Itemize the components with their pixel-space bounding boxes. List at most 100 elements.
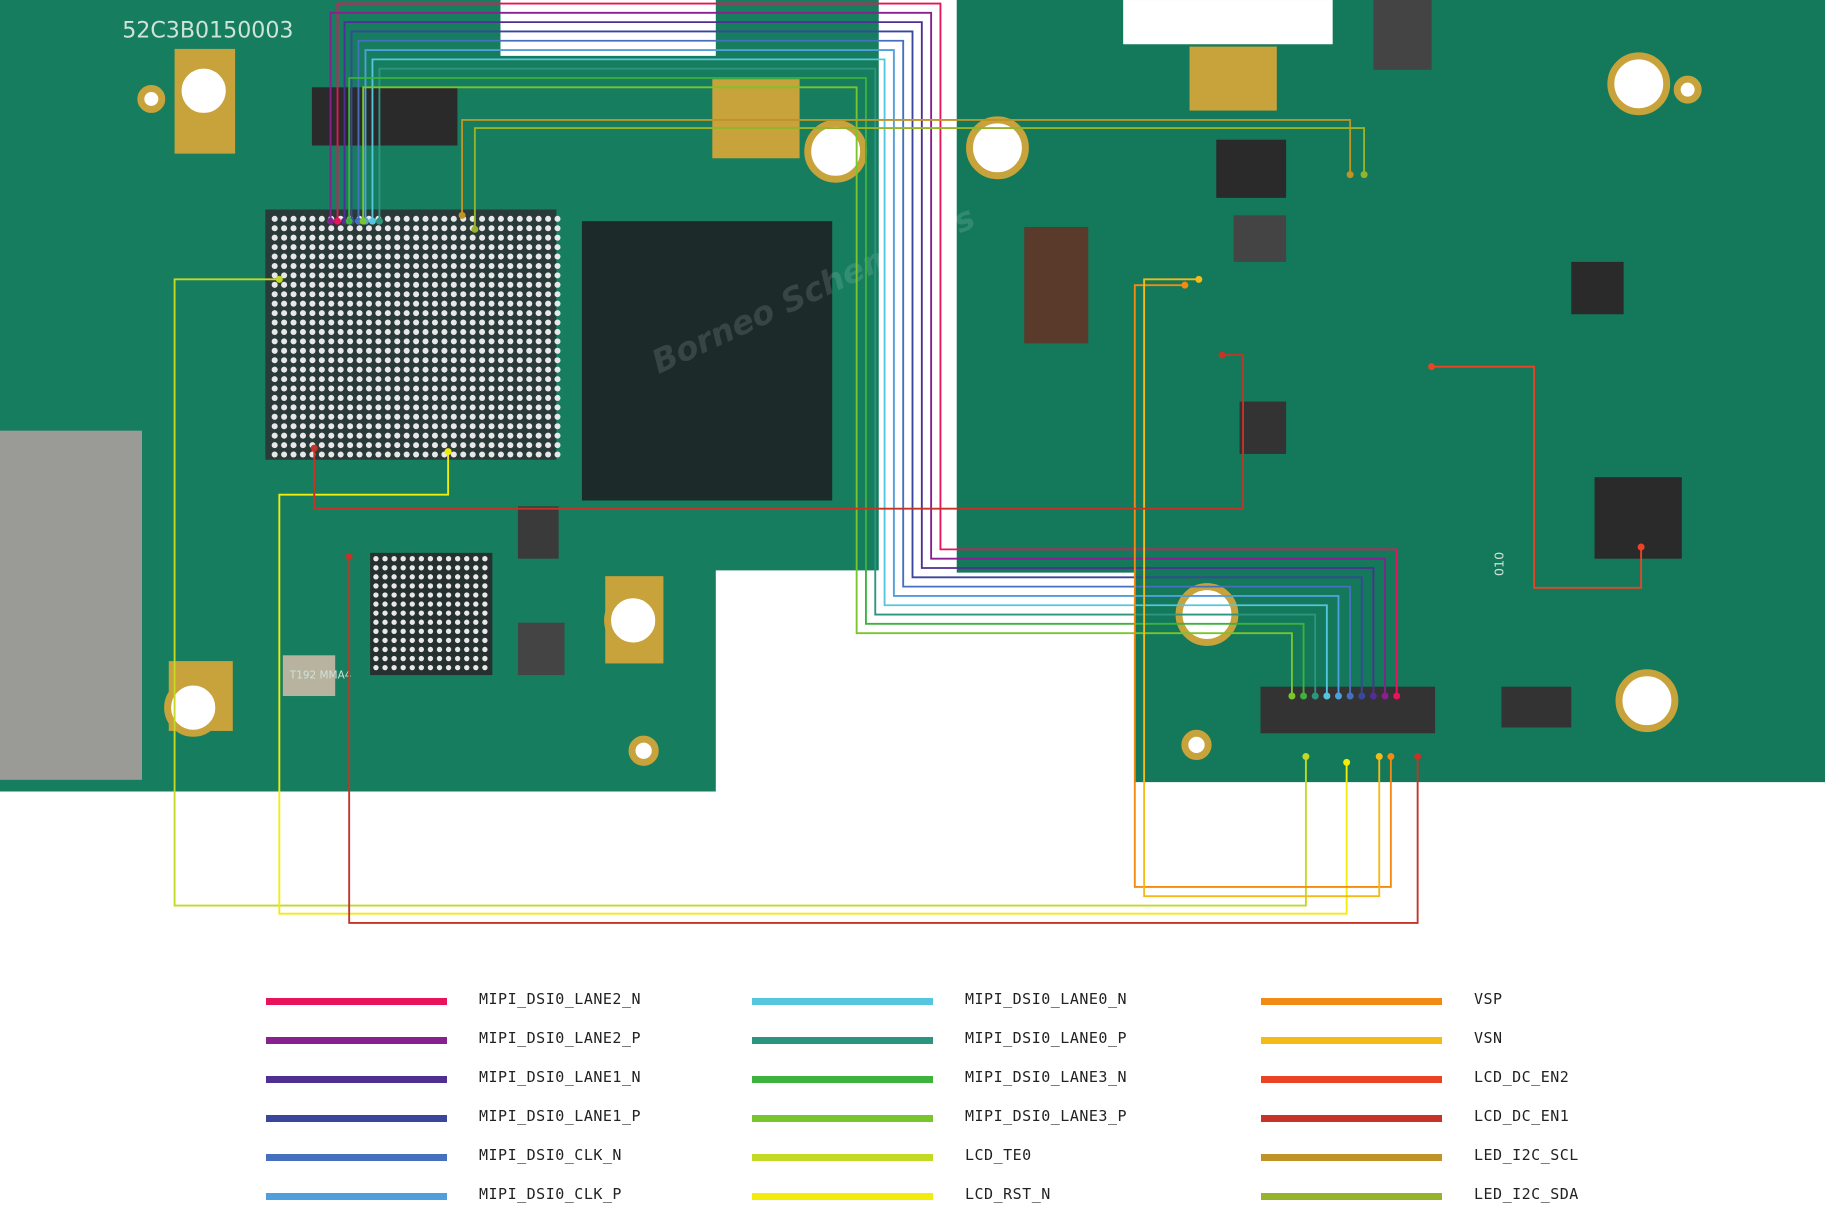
- bga-ball: [356, 366, 363, 373]
- bga-ball: [391, 601, 397, 607]
- bga-ball: [281, 215, 288, 222]
- bga-ball: [469, 272, 476, 279]
- bga-ball: [431, 281, 438, 288]
- bga-ball: [431, 347, 438, 354]
- bga-ball: [394, 328, 401, 335]
- bga-ball: [394, 281, 401, 288]
- bga-ball: [403, 347, 410, 354]
- bga-ball: [299, 404, 306, 411]
- bga-ball: [507, 300, 514, 307]
- bga-ball: [356, 244, 363, 251]
- flex-connector: [1024, 226, 1089, 344]
- bga-ball: [309, 300, 316, 307]
- bga-ball: [418, 592, 425, 598]
- bga-ball: [479, 442, 486, 449]
- bga-ball: [460, 338, 467, 345]
- bga-ball: [394, 413, 401, 420]
- bga-ball: [422, 357, 429, 364]
- bga-ball: [441, 291, 448, 298]
- bga-ball: [318, 376, 325, 383]
- bga-ball: [473, 610, 479, 616]
- bga-ball: [413, 225, 420, 232]
- bga-ball: [309, 394, 316, 401]
- bga-ball: [290, 281, 297, 288]
- bga-ball: [271, 300, 278, 307]
- bga-ball: [497, 234, 504, 241]
- bga-ball: [400, 619, 406, 625]
- bga-ball: [431, 451, 438, 458]
- bga-ball: [299, 442, 306, 449]
- bga-ball: [516, 300, 523, 307]
- bga-ball: [460, 413, 467, 420]
- bga-ball: [507, 291, 514, 298]
- bga-ball: [318, 442, 325, 449]
- bga-ball: [347, 385, 354, 392]
- bga-ball: [337, 376, 344, 383]
- bga-ball: [488, 328, 495, 335]
- bga-ball: [482, 583, 488, 589]
- bga-ball: [450, 225, 457, 232]
- bga-ball: [460, 234, 467, 241]
- bga-ball: [488, 366, 495, 373]
- bga-ball: [460, 357, 467, 364]
- bga-ball: [488, 262, 495, 269]
- bga-ball: [347, 338, 354, 345]
- bga-ball: [375, 272, 382, 279]
- bga-ball: [441, 347, 448, 354]
- bga-ball: [526, 394, 533, 401]
- bga-ball: [497, 404, 504, 411]
- bga-ball: [450, 404, 457, 411]
- bga-ball: [375, 357, 382, 364]
- bga-ball: [318, 357, 325, 364]
- bga-ball: [545, 451, 552, 458]
- bga-ball: [464, 574, 470, 580]
- bga-ball: [473, 628, 479, 634]
- bga-ball: [394, 338, 401, 345]
- bga-ball: [516, 234, 523, 241]
- bga-ball: [535, 423, 542, 430]
- bga-ball: [497, 244, 504, 251]
- trace-endpoint: [1375, 753, 1383, 761]
- bga-ball: [460, 291, 467, 298]
- bga-ball: [418, 646, 425, 653]
- bga-ball: [535, 451, 542, 458]
- bga-ball: [337, 366, 344, 373]
- trace-endpoint: [1302, 753, 1310, 761]
- bga-ball: [436, 592, 443, 598]
- bga-ball: [450, 366, 457, 373]
- bga-ball: [445, 610, 452, 616]
- bga-ball: [394, 272, 401, 279]
- bga-ball: [356, 253, 363, 260]
- bga-ball: [391, 637, 397, 644]
- bga-ball: [445, 565, 452, 571]
- bga-ball: [299, 300, 306, 307]
- bga-ball: [309, 215, 316, 222]
- bga-ball: [479, 300, 486, 307]
- bga-ball: [545, 413, 552, 420]
- bga-ball: [394, 347, 401, 354]
- bga-ball: [271, 385, 278, 392]
- bga-ball: [337, 385, 344, 392]
- bga-ball: [535, 300, 542, 307]
- bga-ball: [554, 385, 561, 392]
- bga-ball: [450, 234, 457, 241]
- bga-ball: [479, 215, 486, 222]
- bga-ball: [337, 310, 344, 317]
- bga-ball: [281, 328, 288, 335]
- bga-ball: [482, 619, 488, 625]
- bga-ball: [516, 328, 523, 335]
- bga-ball: [507, 338, 514, 345]
- bga-ball: [450, 357, 457, 364]
- bga-ball: [400, 574, 406, 580]
- bga-ball: [318, 385, 325, 392]
- bga-ball: [337, 291, 344, 298]
- bga-ball: [318, 328, 325, 335]
- bga-ball: [347, 291, 354, 298]
- bga-ball: [318, 262, 325, 269]
- bga-ball: [431, 319, 438, 326]
- bga-ball: [535, 225, 542, 232]
- bga-ball: [516, 404, 523, 411]
- bga-ball: [299, 253, 306, 260]
- bga-ball: [516, 357, 523, 364]
- bga-ball: [299, 262, 306, 269]
